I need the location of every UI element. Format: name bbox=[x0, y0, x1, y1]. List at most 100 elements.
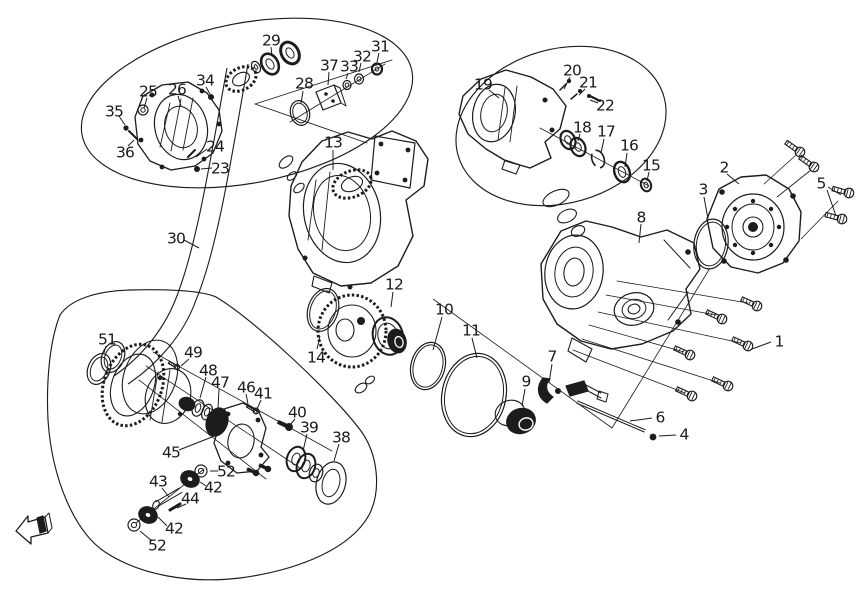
snap-ring-17 bbox=[590, 149, 606, 169]
flange-bolt-1 bbox=[707, 310, 710, 315]
bolt-hole bbox=[542, 97, 548, 103]
bolt-49 bbox=[167, 360, 181, 371]
flange-bolt-1 bbox=[716, 313, 728, 325]
label-leader-33 bbox=[345, 72, 349, 80]
flange-bolt-1 bbox=[686, 350, 691, 358]
flange-bolt-1 bbox=[688, 391, 693, 399]
housing-19-ring bbox=[480, 93, 508, 133]
shim-ring bbox=[364, 375, 376, 385]
housing-8-bore bbox=[563, 257, 585, 287]
bolt-5 bbox=[833, 214, 836, 220]
nut-31 bbox=[370, 62, 384, 76]
cover-housing-26 bbox=[134, 81, 223, 171]
cover-bolt bbox=[808, 161, 820, 173]
label-leader-3 bbox=[703, 196, 709, 220]
ring-gear-50 bbox=[100, 342, 166, 428]
cover-2-face bbox=[721, 193, 785, 261]
diff-case-12 bbox=[335, 318, 355, 342]
part-label-21: 21 bbox=[579, 74, 597, 92]
bolt-leader bbox=[572, 349, 686, 394]
part-label-1: 1 bbox=[774, 333, 783, 351]
flange-bolt-1 bbox=[718, 314, 723, 322]
label-leader-35 bbox=[118, 115, 126, 126]
housing-19-foot bbox=[501, 159, 521, 175]
bolt-hole bbox=[255, 417, 261, 423]
pin-44 bbox=[168, 502, 182, 512]
label-leader-43 bbox=[161, 487, 170, 498]
o-ring-10 bbox=[409, 341, 447, 391]
flange-bolt-1 bbox=[686, 390, 698, 402]
o-ring-14 bbox=[306, 287, 340, 333]
thrust-washer-48 bbox=[203, 407, 211, 417]
cover-bolt bbox=[784, 139, 806, 158]
flange-bolt-1 bbox=[680, 388, 683, 394]
gear-42-bore bbox=[144, 511, 152, 519]
label-leader-8 bbox=[638, 223, 642, 244]
breather-tube-6 bbox=[577, 400, 646, 431]
bolt-5 bbox=[840, 188, 843, 194]
hatch-line bbox=[321, 171, 331, 251]
gear-back-plate bbox=[121, 339, 179, 415]
carrier-hole bbox=[157, 375, 163, 381]
part-label-11: 11 bbox=[462, 322, 480, 340]
flange-bolt-1 bbox=[675, 346, 678, 351]
label-leader-21 bbox=[578, 88, 586, 96]
bearing-18 bbox=[569, 136, 587, 158]
label-leader-9 bbox=[521, 388, 526, 407]
flange-bolt-1 bbox=[710, 311, 713, 317]
label-leader-12 bbox=[390, 291, 394, 308]
cover-bolt-41 bbox=[249, 406, 252, 409]
thrust-washer bbox=[194, 403, 202, 413]
flange-bolt-1 bbox=[677, 387, 680, 392]
cover-bolt bbox=[800, 156, 804, 161]
exploded-axis-line bbox=[254, 59, 393, 105]
cover-bolt-41 bbox=[245, 404, 256, 412]
seal-16 bbox=[612, 160, 632, 184]
washer-25 bbox=[140, 107, 146, 113]
bolt-hole bbox=[549, 127, 555, 133]
housing-8-foot bbox=[567, 337, 593, 363]
nut-15 bbox=[639, 177, 653, 193]
bracket-line bbox=[663, 239, 691, 269]
seal-29b bbox=[285, 47, 295, 59]
label-leader-19 bbox=[488, 89, 500, 99]
cover-2-hub bbox=[748, 222, 758, 232]
flange-bolt-1 bbox=[742, 297, 745, 302]
cover-46-opening bbox=[227, 423, 255, 459]
flange-bolt-1 bbox=[672, 345, 696, 361]
label-leader-15 bbox=[646, 171, 650, 182]
cover-bolt bbox=[802, 158, 807, 163]
part-label-34: 34 bbox=[196, 72, 214, 90]
shim-ring bbox=[278, 155, 294, 169]
housing-19-ring bbox=[471, 83, 517, 143]
shim-ring bbox=[293, 182, 305, 194]
bracket-hole bbox=[331, 99, 335, 103]
label-leader-5 bbox=[827, 186, 842, 196]
bolt-49 bbox=[174, 364, 178, 369]
label-leader-48 bbox=[199, 376, 207, 399]
part-label-3: 3 bbox=[698, 181, 707, 199]
flange-bolt-1 bbox=[745, 298, 748, 304]
gearcase-housing-13 bbox=[288, 130, 429, 287]
bolt-5 bbox=[838, 215, 842, 223]
flange-bolt-1 bbox=[704, 309, 728, 325]
cover-bolt bbox=[791, 145, 796, 150]
label-leader-34 bbox=[205, 86, 211, 95]
label-leader-47 bbox=[217, 388, 220, 410]
label-leader-14 bbox=[316, 335, 321, 350]
label-leader-30 bbox=[183, 239, 200, 249]
cover-bolt bbox=[786, 141, 790, 146]
cover-bolt bbox=[798, 154, 813, 168]
flange-bolt-1 bbox=[744, 341, 749, 349]
o-ring-28 bbox=[289, 100, 311, 126]
cover-ear bbox=[783, 257, 789, 263]
flange-hole bbox=[374, 170, 380, 176]
flange-bolt-1 bbox=[681, 349, 685, 354]
flange-bolt-1 bbox=[672, 345, 689, 357]
label-leader-29 bbox=[270, 46, 273, 57]
pinion-shaft bbox=[253, 64, 259, 70]
flange-bolt-1 bbox=[689, 351, 694, 360]
flange-bolt-1 bbox=[674, 386, 698, 402]
part-label-7: 7 bbox=[547, 348, 556, 366]
housing-13-opening bbox=[302, 162, 382, 264]
